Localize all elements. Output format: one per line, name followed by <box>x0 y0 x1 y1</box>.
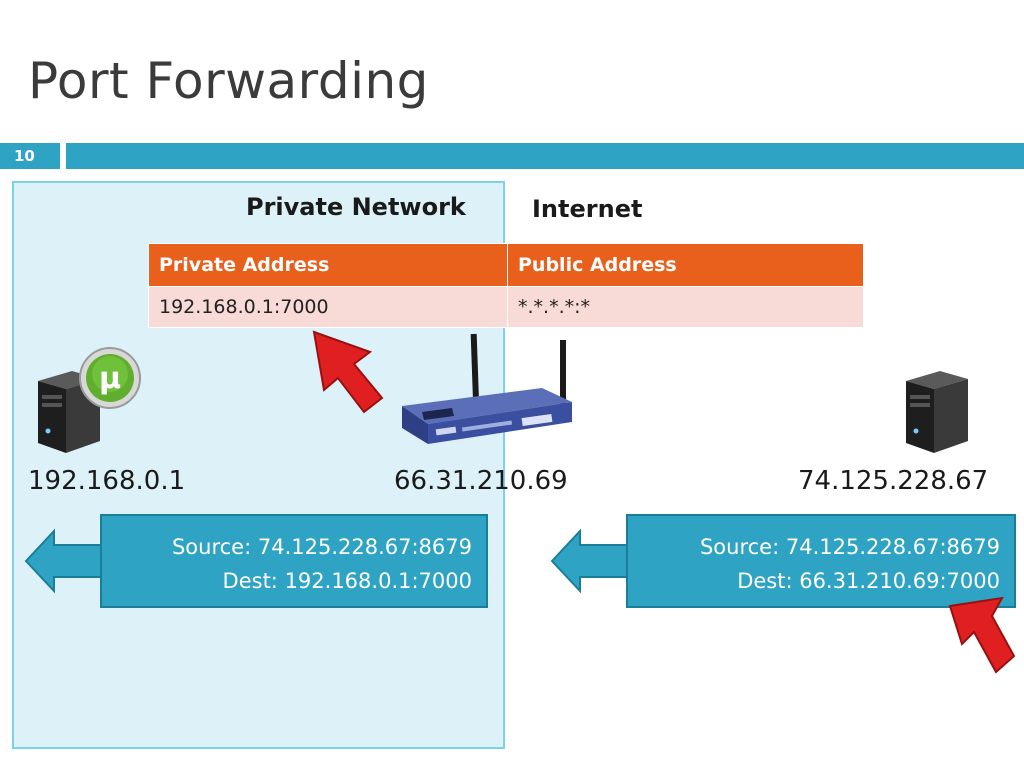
private-host-ip: 192.168.0.1 <box>28 466 186 496</box>
server-tower-icon <box>906 371 968 453</box>
cell-public-address: *.*.*.*:* <box>507 286 864 328</box>
packet-source: Source: 74.125.228.67:8679 <box>699 535 1000 559</box>
left-arrow-icon <box>24 528 105 594</box>
port-forward-table: Private Address Public Address 192.168.0… <box>148 243 864 328</box>
wireless-router-icon <box>402 333 572 444</box>
cell-private-address: 192.168.0.1:7000 <box>148 286 508 328</box>
remote-host-ip: 74.125.228.67 <box>798 466 989 496</box>
packet-box-right: Source: 74.125.228.67:8679 Dest: 66.31.2… <box>626 514 1016 608</box>
slide-number: 10 <box>0 143 60 169</box>
packet-dest: Dest: 66.31.210.69:7000 <box>737 569 1000 593</box>
col-private-address: Private Address <box>148 243 508 287</box>
col-public-address: Public Address <box>507 243 864 287</box>
packet-source: Source: 74.125.228.67:8679 <box>171 535 472 559</box>
header-bar <box>66 143 1024 169</box>
table-row: 192.168.0.1:7000 *.*.*.*:* <box>148 286 864 328</box>
packet-box-left: Source: 74.125.228.67:8679 Dest: 192.168… <box>100 514 488 608</box>
svg-text:µ: µ <box>99 361 121 396</box>
router-public-ip: 66.31.210.69 <box>394 466 568 496</box>
red-arrow-icon <box>948 596 1016 674</box>
table-header-row: Private Address Public Address <box>148 243 864 287</box>
internet-label: Internet <box>532 195 643 223</box>
red-arrow-icon <box>312 330 384 414</box>
private-network-label: Private Network <box>246 193 466 221</box>
slide-title: Port Forwarding <box>28 52 429 110</box>
left-arrow-icon <box>550 528 631 594</box>
utorrent-logo-icon: µ <box>79 347 141 409</box>
packet-dest: Dest: 192.168.0.1:7000 <box>222 569 472 593</box>
